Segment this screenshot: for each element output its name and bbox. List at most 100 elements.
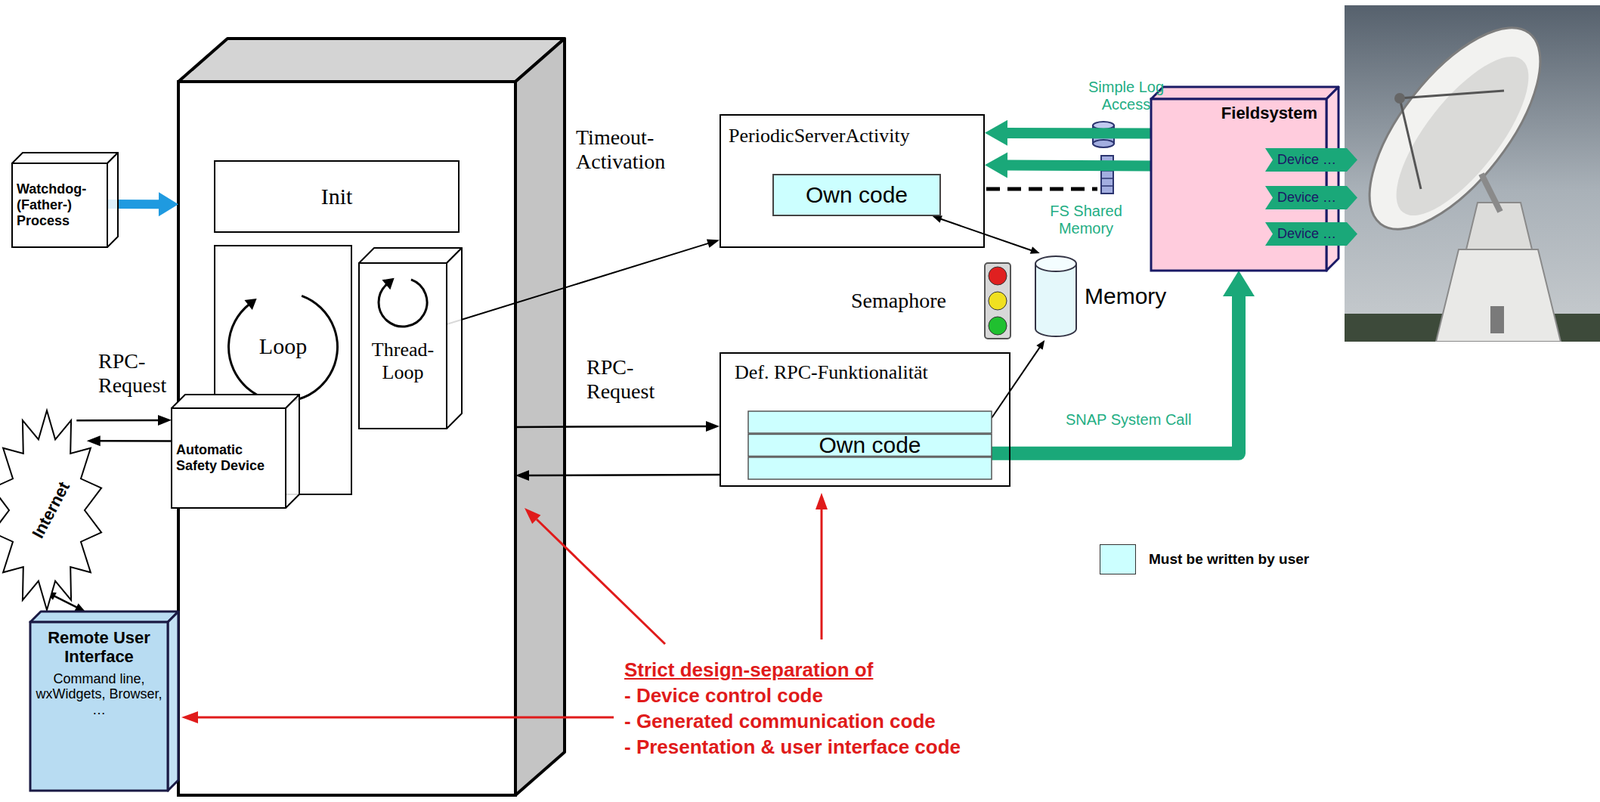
- connector-line: [526, 474, 720, 476]
- box-front-face: [12, 163, 108, 248]
- box-side-face: [167, 611, 179, 791]
- dish: [1344, 5, 1572, 257]
- callout-line: [198, 716, 614, 719]
- node-text: Device …: [1277, 151, 1337, 168]
- connector-line: [515, 425, 709, 428]
- edge-label: RPC- Request: [586, 355, 655, 404]
- node-text: Memory: [1084, 283, 1167, 310]
- code-bar: [748, 434, 992, 457]
- arrow-head: [86, 435, 101, 446]
- arrow-head: [706, 238, 720, 248]
- node-text: Fieldsystem: [1221, 103, 1318, 123]
- watchdog-box: Watchdog- (Father-) Process: [12, 163, 108, 248]
- box-front-face: [30, 622, 168, 791]
- node-text: Init: [321, 183, 353, 211]
- safety-device-box: Automatic Safety Device: [171, 408, 286, 508]
- traffic-light-case: [984, 263, 1011, 339]
- edge-label: RPC- Request: [98, 349, 167, 398]
- box-top-face: [358, 247, 462, 264]
- arrow-head: [1222, 270, 1255, 297]
- device-arrow-fill: [1265, 222, 1358, 246]
- thread-loop-arrow: [378, 279, 428, 327]
- device-arrow: Device …: [1265, 185, 1358, 210]
- box-3d-shape: [358, 247, 462, 429]
- dish-mount: [1481, 173, 1501, 212]
- connector-line: [991, 346, 1041, 418]
- callout-line: [536, 519, 666, 644]
- arrow-head: [74, 603, 86, 612]
- node-text: Semaphore: [851, 288, 947, 313]
- box-top-face: [12, 152, 118, 164]
- connector: [991, 270, 1255, 454]
- box-front-face: [171, 408, 286, 508]
- box-side-face: [107, 152, 118, 248]
- node-text: Command line, wxWidgets, Browser, …: [34, 671, 164, 718]
- semaphore-symbol: Semaphore: [846, 263, 1013, 339]
- node-text: Remote User Interface: [34, 628, 164, 667]
- note-line: - Presentation & user interface code: [624, 736, 961, 759]
- box-side-face: [285, 394, 300, 508]
- note-heading: Strict design-separation of: [624, 659, 873, 682]
- yellow-light: [988, 291, 1007, 310]
- callout-line: [820, 509, 824, 640]
- box-top-face: [178, 38, 565, 82]
- own-code-box: Own code: [772, 173, 941, 217]
- connector-line: [1004, 127, 1152, 140]
- arrow-head: [932, 215, 943, 223]
- callout-head: [181, 711, 199, 724]
- box-side-face: [446, 247, 462, 429]
- arrow-head: [984, 120, 1008, 146]
- connector: [446, 238, 720, 325]
- strut: [1399, 90, 1505, 99]
- connector: [515, 470, 720, 481]
- starburst-outline: [0, 410, 102, 610]
- connector: [984, 120, 1152, 146]
- edge-label: Timeout- Activation: [575, 125, 666, 174]
- callout-arrows: [181, 492, 828, 724]
- arrow-head: [705, 420, 720, 432]
- fieldsystem-box: FieldsystemDevice …Device …Device …: [1151, 99, 1327, 271]
- dish-inner: [1374, 37, 1551, 236]
- node-text: Thread- Loop: [371, 338, 434, 384]
- arrow-head: [158, 191, 179, 217]
- cylinder-bottom: [1092, 139, 1115, 148]
- arrow-head: [984, 151, 1008, 178]
- arrow-head: [157, 414, 172, 426]
- cylinder-top: [1035, 256, 1077, 272]
- connector: [76, 414, 172, 426]
- connector-line: [1004, 164, 1152, 166]
- device-arrow: Device …: [1265, 148, 1358, 172]
- loop-arrow: [229, 295, 338, 402]
- box-top-face: [30, 611, 179, 623]
- server-process-box: InitLoopThread- LoopAutomatic Safety Dev…: [178, 81, 516, 796]
- node-text: Def. RPC-Funktionalität: [734, 361, 929, 384]
- strut: [1399, 98, 1421, 189]
- box-side-face: [515, 38, 565, 796]
- memory-cell: [1101, 185, 1114, 187]
- rpc-function-box: Def. RPC-FunktionalitätOwn code: [719, 352, 1011, 487]
- node-text: Own code: [805, 183, 908, 207]
- legend-swatch: [1099, 544, 1136, 575]
- callout-head: [815, 492, 828, 510]
- connector-line: [76, 419, 160, 422]
- init-box: Init: [213, 160, 460, 233]
- node-text: Own code: [818, 433, 921, 457]
- node-text: Automatic Safety Device: [176, 442, 282, 474]
- box-top-face: [1151, 86, 1339, 100]
- loop-arrow-head: [244, 298, 257, 310]
- connector-line: [940, 218, 1034, 251]
- node-text: Watchdog- (Father-) Process: [16, 181, 103, 229]
- connector-line: [446, 242, 710, 325]
- connector-line: [991, 292, 1239, 454]
- internet-burst: Internet: [0, 408, 103, 613]
- red-light: [988, 266, 1007, 285]
- node-text: PeriodicServerActivity: [728, 124, 910, 148]
- green-light: [988, 316, 1007, 335]
- connector: [515, 420, 720, 432]
- telescope-tower: [1435, 249, 1561, 342]
- memory-cell: [1101, 177, 1114, 180]
- connector: [932, 215, 1040, 254]
- code-bar: [748, 457, 992, 480]
- door: [1490, 306, 1505, 334]
